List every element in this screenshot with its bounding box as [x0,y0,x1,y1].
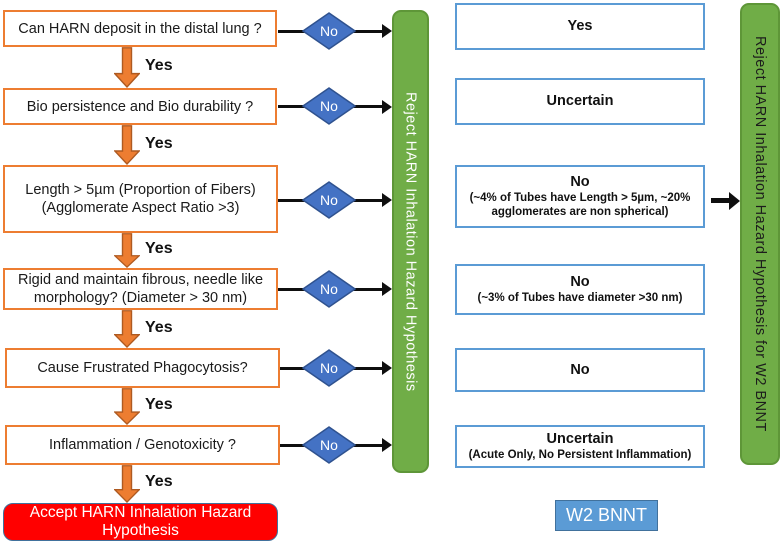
no-label: No [320,281,338,297]
question-box-rigidity: Rigid and maintain fibrous, needle like m… [3,268,278,310]
yes-label: Yes [145,240,173,257]
accept-line1: Accept HARN Inhalation Hazard [29,504,252,521]
yes-arrow-down-icon [114,233,140,268]
yes-label: Yes [145,57,173,74]
no-label: No [320,192,338,208]
answer-box-rigidity: No (~3% of Tubes have diameter >30 nm) [455,264,705,315]
question-box-biopersistence: Bio persistence and Bio durability ? [3,88,277,125]
question-text: Rigid and maintain fibrous, needle like [17,272,264,288]
question-box-phagocytosis: Cause Frustrated Phagocytosis? [5,348,280,388]
w2-bnnt-tag: W2 BNNT [555,500,658,531]
accept-hypothesis-box: Accept HARN Inhalation Hazard Hypothesis [3,503,278,541]
accept-line2: Hypothesis [102,522,179,539]
answer-title: No [570,361,590,378]
answer-subtitle: (~3% of Tubes have diameter >30 nm) [477,292,683,304]
answer-title: Uncertain [546,431,614,447]
w2-bnnt-label: W2 BNNT [566,505,647,525]
yes-arrow-down-icon [114,125,140,165]
answer-box-inflammation: Uncertain (Acute Only, No Persistent Inf… [455,425,705,468]
yes-arrow-down-icon [114,465,140,503]
question-box-inflammation: Inflammation / Genotoxicity ? [5,425,280,465]
answer-title: Yes [567,18,593,34]
no-label: No [320,23,338,39]
answer-subtitle: (Acute Only, No Persistent Inflammation) [468,449,692,461]
answer-to-reject-arrow [711,198,729,203]
yes-arrow-down-icon [114,388,140,425]
yes-label: Yes [145,396,173,413]
question-text: Cause Frustrated Phagocytosis? [37,360,248,376]
answer-box-biopersistence: Uncertain [455,78,705,125]
yes-label: Yes [145,473,173,490]
answer-box-phagocytosis: No [455,348,705,392]
reject-harn-bar: Reject HARN Inhalation Hazard Hypothesis [392,10,429,473]
question-text: Bio persistence and Bio durability ? [26,98,254,115]
answer-title: No [570,274,590,290]
no-decision-diamond: No [302,181,356,219]
yes-arrow-down-icon [114,47,140,88]
no-decision-diamond: No [302,426,356,464]
no-label: No [320,360,338,376]
reject-w2bnnt-bar: Reject HARN Inhalation Hazard Hypothesis… [740,3,780,465]
question-text: Can HARN deposit in the distal lung ? [18,20,262,37]
answer-box-deposit: Yes [455,3,705,50]
question-box-length: Length > 5µm (Proportion of Fibers) (Aggl… [3,165,278,233]
no-decision-diamond: No [302,349,356,387]
question-text: Length > 5µm (Proportion of Fibers) [25,182,256,198]
reject-harn-bar-label: Reject HARN Inhalation Hazard Hypothesis [402,91,419,392]
no-label: No [320,98,338,114]
no-decision-diamond: No [302,12,356,50]
no-label: No [320,437,338,453]
no-decision-diamond: No [302,270,356,308]
answer-subtitle: (~4% of Tubes have Length > 5µm, ~20% ag… [469,192,691,218]
yes-arrow-down-icon [114,310,140,348]
question-text-line2: morphology? (Diameter > 30 nm) [33,290,248,306]
question-text: Inflammation / Genotoxicity ? [49,437,236,453]
answer-box-length: No (~4% of Tubes have Length > 5µm, ~20%… [455,165,705,228]
yes-label: Yes [145,135,173,152]
no-decision-diamond: No [302,87,356,125]
question-text-line2: (Agglomerate Aspect Ratio >3) [41,200,240,216]
answer-title: No [570,174,590,190]
yes-label: Yes [145,319,173,336]
answer-title: Uncertain [546,93,614,109]
reject-w2bnnt-bar-label: Reject HARN Inhalation Hazard Hypothesis… [752,36,768,432]
question-box-distal-lung: Can HARN deposit in the distal lung ? [3,10,277,47]
